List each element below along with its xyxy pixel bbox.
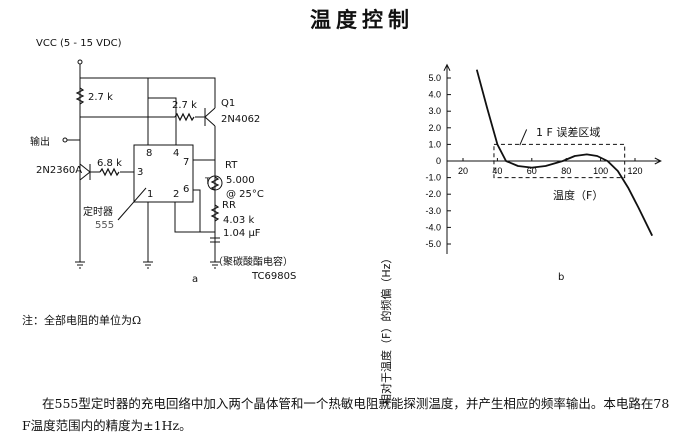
cap-type: （聚碳酸酯电容） (213, 257, 293, 268)
x-tick-label: 40 (492, 166, 502, 176)
x-tick-label: 20 (458, 166, 468, 176)
rt-label: RT (225, 160, 238, 171)
footnote: 注：全部电阻的单位为Ω (22, 314, 142, 327)
error-band (493, 143, 626, 179)
pin-4: 4 (173, 148, 180, 159)
y-tick-label: -5.0 (425, 239, 441, 249)
figure-code: TC6980S (252, 271, 297, 282)
pin-3: 3 (137, 167, 144, 178)
pin-8: 8 (146, 148, 153, 159)
y-tick-label: 2.0 (428, 123, 441, 133)
timer-part: 555 (95, 220, 115, 231)
series-line (475, 69, 654, 237)
x-axis-label: 温度（F） (553, 189, 604, 202)
rr-value: 4.03 k (223, 215, 255, 226)
x-tick-label: 60 (527, 166, 537, 176)
r2-label: 2.7 k (172, 100, 197, 111)
rt-value: 5.000 (226, 175, 255, 186)
x-tick-label: 120 (627, 166, 642, 176)
pin-1: 1 (147, 189, 154, 200)
y-tick-label: -1.0 (425, 173, 441, 183)
axis-arrows (443, 63, 662, 165)
y-tick-label: -3.0 (425, 206, 441, 216)
error-band-annotation: 1 F 误差区域 (536, 126, 601, 139)
y-tick-label: -2.0 (425, 189, 441, 199)
y-tick-label: 4.0 (428, 90, 441, 100)
vcc-label: VCC (5 - 15 VDC) (36, 38, 122, 49)
x-tick-label: 100 (593, 166, 608, 176)
page-title: 温度控制 (310, 7, 414, 32)
y-tick-label: 5.0 (428, 73, 441, 83)
y-tick-label: 3.0 (428, 106, 441, 116)
y-tick-label: 0 (436, 156, 441, 166)
timer-label: 定时器 (83, 207, 113, 218)
pin-2: 2 (173, 189, 180, 200)
pin-7: 7 (183, 157, 190, 168)
rr-label: RR (222, 200, 236, 211)
q2-part: 2N2360A (36, 165, 83, 176)
y-tick-label: -4.0 (425, 222, 441, 232)
resistors (75, 87, 220, 222)
diagram-a-label: a (192, 274, 199, 285)
output-label: 输出 (30, 137, 50, 148)
chart-b-label: b (558, 272, 565, 283)
cap-value: 1.04 μF (223, 228, 261, 239)
q1-label: Q1 (221, 98, 236, 109)
thermistor-label: T (205, 177, 211, 187)
y-axis-label: 相对于温度（F）的频偏（Hz） (380, 252, 393, 405)
ground-icons (75, 261, 220, 269)
circuit-wires (62, 59, 223, 262)
rt-temp: @ 25°C (226, 189, 264, 200)
q1-part: 2N4062 (221, 114, 261, 125)
r1-label: 2.7 k (88, 92, 113, 103)
pin-6: 6 (183, 184, 190, 195)
x-tick-label: 80 (561, 166, 571, 176)
annotation-arrow (519, 129, 528, 146)
y-tick-label: 1.0 (428, 139, 441, 149)
description-paragraph: 在555型定时器的充电回络中加入两个晶体管和一个热敏电阻就能探测温度，并产生相应… (22, 396, 670, 433)
r3-label: 6.8 k (97, 158, 122, 169)
